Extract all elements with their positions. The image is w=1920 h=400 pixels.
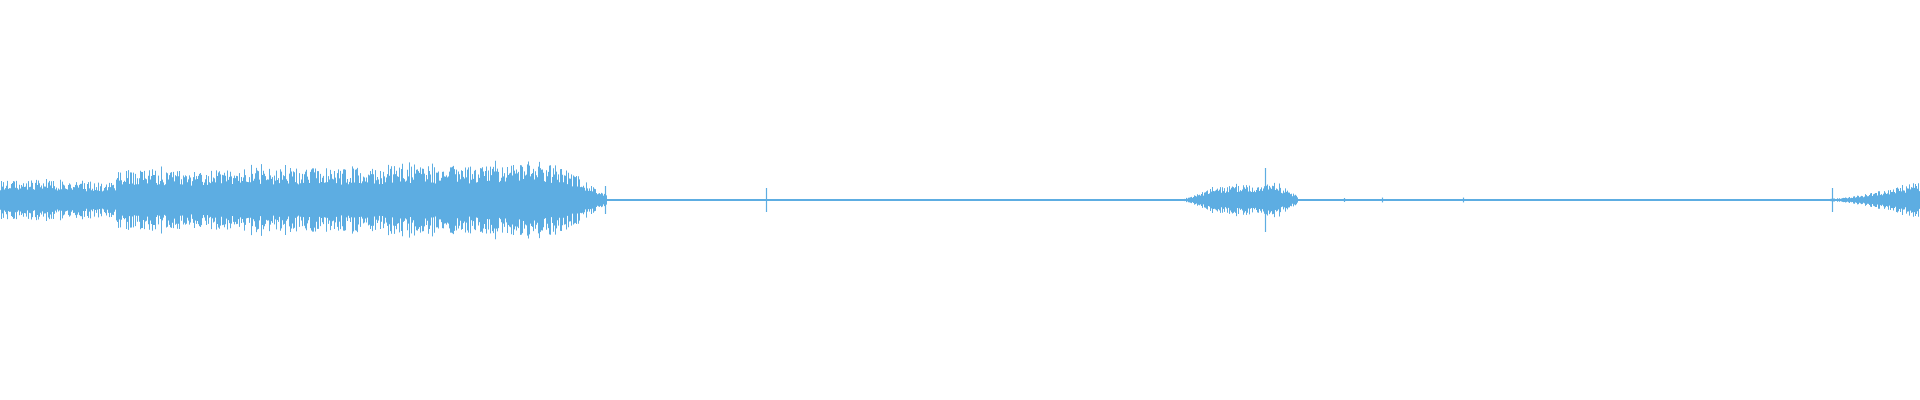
waveform-transients xyxy=(604,168,1834,232)
